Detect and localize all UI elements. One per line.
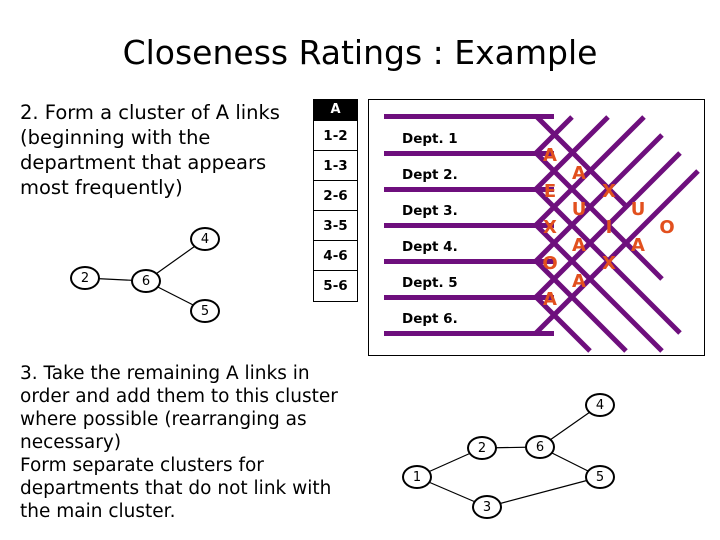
rating-letter: A — [572, 235, 586, 256]
dept-bar — [384, 259, 554, 264]
graph-node: 5 — [585, 465, 615, 489]
a-links-table: A 1-2 1-3 2-6 3-5 4-6 5-6 — [313, 99, 358, 302]
rating-letter: X — [602, 181, 616, 202]
graph-node: 6 — [131, 269, 161, 293]
graph-node: 6 — [525, 435, 555, 459]
graph-edge — [486, 476, 601, 508]
a-link-cell: 4-6 — [314, 241, 357, 271]
rating-letter: X — [602, 253, 616, 274]
graph-node: 4 — [585, 393, 615, 417]
graph-node: 1 — [402, 465, 432, 489]
rating-letter: E — [543, 181, 557, 202]
dept-label: Dept. 5 — [402, 275, 458, 291]
rating-letter: A — [543, 145, 557, 166]
dept-bar — [384, 114, 554, 119]
graph-node: 4 — [190, 227, 220, 251]
a-link-cell: 1-3 — [314, 151, 357, 181]
step-3-line: departments that do not link with — [20, 478, 332, 499]
dept-bar — [384, 151, 554, 156]
dept-label: Dept. 1 — [402, 131, 458, 147]
rating-letter: A — [543, 289, 557, 310]
step-3-text: 3. Take the remaining A links in order a… — [20, 362, 370, 523]
rating-letter: A — [631, 235, 645, 256]
step-3-line: necessary) — [20, 432, 122, 453]
rating-letter: U — [571, 199, 587, 220]
step-2-text: 2. Form a cluster of A links (beginning … — [20, 101, 280, 199]
rating-letter: O — [542, 253, 558, 274]
dept-bar — [384, 295, 554, 300]
relationship-chart: Dept. 1 Dept 2. Dept 3. Dept 4. Dept. 5 … — [368, 99, 705, 356]
step-3-line: order and add them to this cluster — [20, 386, 338, 407]
rating-letter: A — [572, 163, 586, 184]
a-links-header: A — [314, 100, 357, 121]
dept-label: Dept 4. — [402, 239, 458, 255]
dept-bar — [384, 223, 554, 228]
step-3-line: the main cluster. — [20, 501, 176, 522]
dept-label: Dept 6. — [402, 311, 458, 327]
rating-letter: U — [630, 199, 646, 220]
a-link-cell: 3-5 — [314, 211, 357, 241]
partial-cluster-graph: 2 6 4 5 — [0, 0, 260, 350]
a-link-cell: 1-2 — [314, 121, 357, 151]
rating-letter: X — [543, 217, 557, 238]
a-link-cell: 5-6 — [314, 271, 357, 301]
rating-letter: A — [572, 271, 586, 292]
graph-node: 5 — [190, 299, 220, 323]
full-cluster-graph: 1 2 6 4 5 3 — [380, 380, 640, 540]
rating-letter: I — [605, 217, 613, 238]
dept-bar — [384, 331, 554, 336]
step-3-line: 3. Take the remaining A links in — [20, 363, 310, 384]
dept-label: Dept 2. — [402, 167, 458, 183]
graph-node: 2 — [467, 436, 497, 460]
partial-graph-edges — [84, 238, 206, 312]
step-3-line: Form separate clusters for — [20, 455, 264, 476]
page-title: Closeness Ratings : Example — [122, 33, 598, 72]
dept-bar — [384, 187, 554, 192]
step-3-line: where possible (rearranging as — [20, 409, 307, 430]
graph-node: 2 — [70, 266, 100, 290]
a-link-cell: 2-6 — [314, 181, 357, 211]
rating-letter: O — [659, 217, 675, 238]
graph-node: 3 — [472, 495, 502, 519]
dept-label: Dept 3. — [402, 203, 458, 219]
